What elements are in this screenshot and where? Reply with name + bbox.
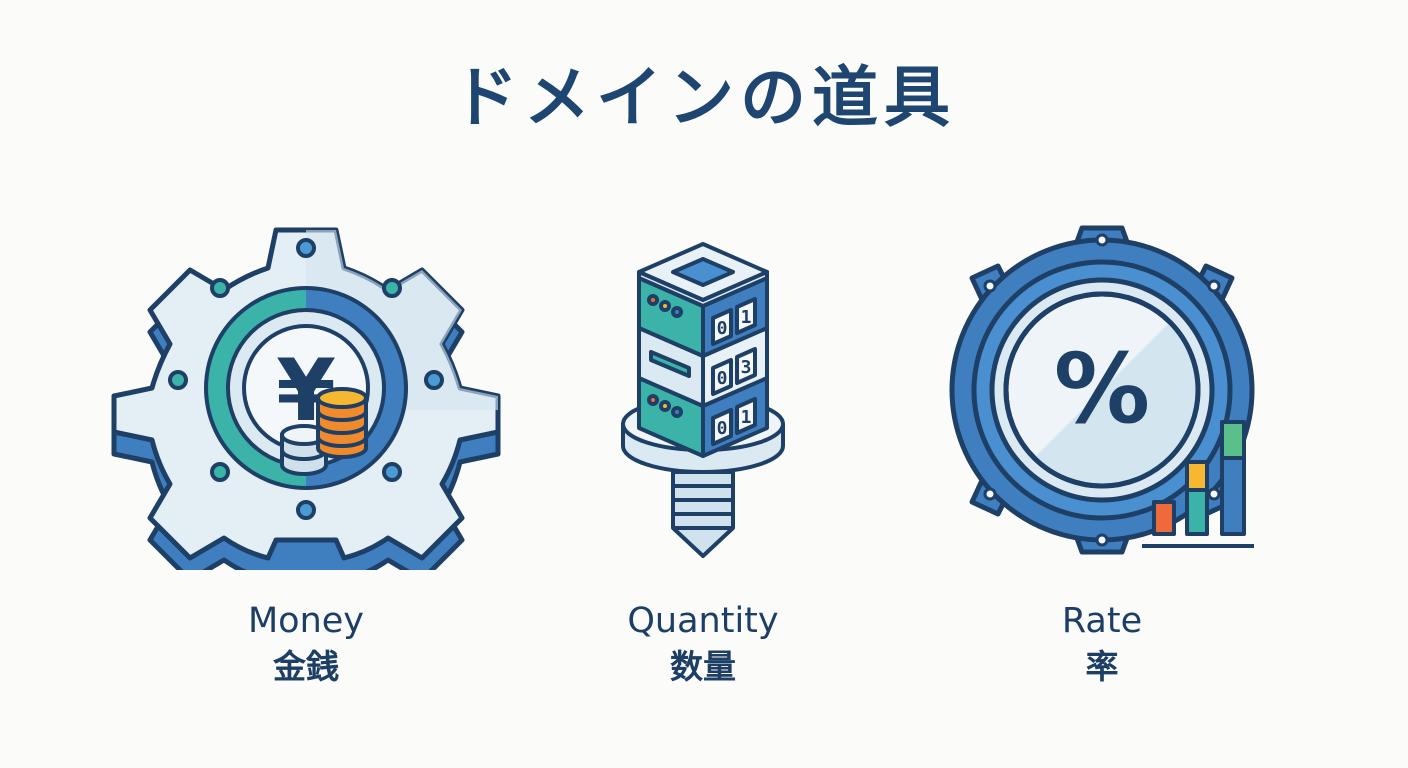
percent-symbol: %	[1054, 333, 1150, 445]
digit: 0	[717, 318, 728, 339]
counter-tower-screw-icon: 0 1 0 3 0 1	[503, 210, 903, 570]
label-ja: 数量	[670, 647, 736, 686]
digit: 1	[741, 407, 752, 428]
domain-tool-rate: % Rate 率	[902, 210, 1302, 700]
domain-tool-money: ¥ Money 金銭	[106, 210, 506, 700]
label-ja: 率	[1085, 647, 1119, 686]
digit: 0	[717, 368, 728, 389]
digit: 1	[741, 307, 752, 328]
label-en: Money	[247, 601, 365, 641]
label-en: Quantity	[627, 601, 779, 641]
page-title: ドメインの道具	[452, 59, 956, 136]
label-ja: 金銭	[273, 647, 339, 686]
digit: 3	[741, 357, 752, 378]
domain-tool-quantity: 0 1 0 3 0 1 Quantity 数量	[503, 210, 903, 700]
digit: 0	[717, 418, 728, 439]
gear-yen-coins-icon: ¥	[106, 210, 506, 591]
label-en: Rate	[1061, 601, 1143, 641]
percent-dial-bar-chart-icon: %	[902, 210, 1302, 570]
